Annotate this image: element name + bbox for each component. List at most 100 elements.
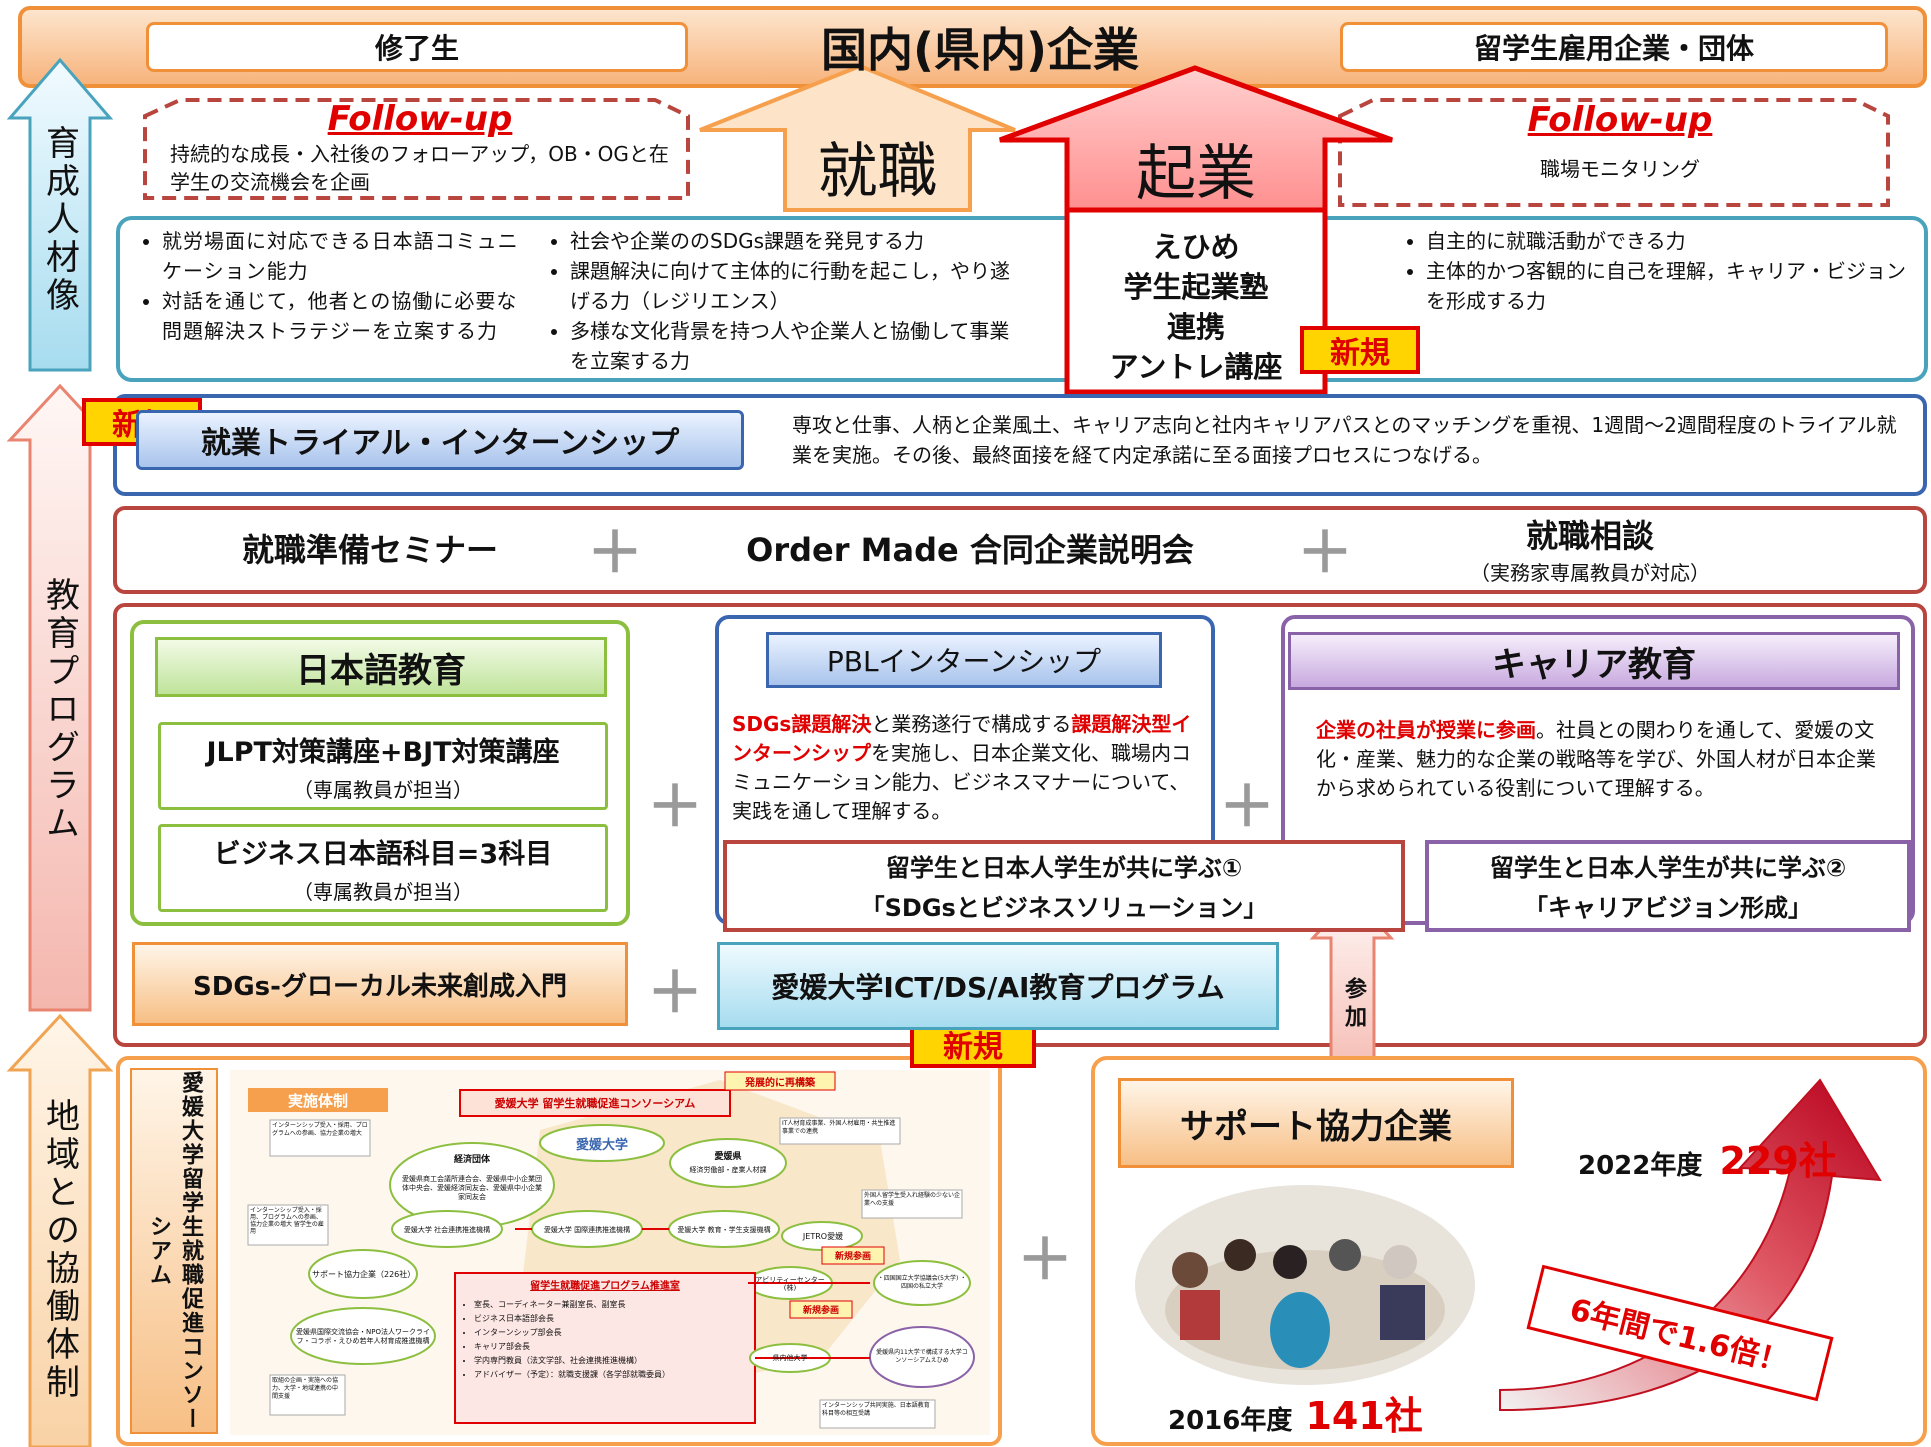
talent-item: 社会や企業ののSDGs課題を発見する力: [570, 226, 1014, 256]
followup-right-text: 職場モニタリング: [1540, 156, 1700, 181]
talent-item: 就労場面に対応できる日本語コミュニケーション能力: [162, 226, 526, 286]
education-arrow: [6, 383, 114, 1012]
other-univ: 県内他大学: [772, 1354, 808, 1362]
seminar-item-3-sub: （実務家専属教員が対応）: [1470, 560, 1710, 585]
career-desc-text: 。社員との関わりを通して、愛媛の文化・産業、魅力的な企業の戦略等を学び、外国人材…: [1316, 718, 1876, 800]
startup-label: 起業: [1136, 138, 1256, 209]
note-1: インターンシップ受入・採用、プログラムへの参画、協力企業の増大: [272, 1122, 368, 1137]
jlpt-box: JLPT対策講座+BJT対策講座 （専属教員が担当）: [158, 722, 608, 810]
pbl-desc-text-2: を実施し、日本企業文化、職場内コミュニケーション能力、ビジネスマナーについて、実…: [732, 741, 1191, 823]
count-2022: 229社: [1719, 1139, 1837, 1183]
count-2016: 141社: [1305, 1394, 1423, 1438]
plus-sign: ＋: [1219, 774, 1275, 840]
ehime-univ-logo: 愛媛大学: [575, 1137, 628, 1153]
jetro-label: JETRO愛媛: [802, 1231, 844, 1241]
consortium-header: 実施体制: [287, 1091, 348, 1110]
talent-list-1: 就労場面に対応できる日本語コミュニケーション能力 対話を通じて，他者との協働に必…: [126, 226, 526, 346]
colearn-1-box: 留学生と日本人学生が共に学ぶ① 「SDGsとビジネスソリューション」: [723, 840, 1405, 932]
seminar-item-2: Order Made 合同企業説明会: [746, 531, 1194, 569]
office-members: 室長、コーディネーター兼副室長、副室長 ビジネス日本語部会長 インターンシップ部…: [462, 1298, 752, 1382]
ict-program-box: 愛媛大学ICT/DS/AI教育プログラム: [717, 942, 1279, 1030]
npo-label: 愛媛県国際交流協会・NPO法人ワークライフ・コラボ・えひめ若年人材育成推進機構: [296, 1328, 430, 1345]
employment-arrow: [699, 63, 1016, 212]
startup-program-label: えひめ 学生起業塾 連携 アントレ講座: [1109, 230, 1283, 384]
startup-arrow-head: [999, 65, 1393, 213]
support-title: サポート協力企業: [1118, 1078, 1514, 1168]
econ-title: 経済団体: [453, 1154, 490, 1165]
jlpt-title: JLPT対策講座+BJT対策講座: [206, 736, 560, 768]
followup-right-frame: [1338, 98, 1890, 207]
office-member: インターンシップ部会長: [474, 1326, 752, 1340]
talent-box-frame: [116, 216, 1928, 382]
trial-title: 就業トライアル・インターンシップ: [136, 410, 744, 470]
org-edu: 愛媛大学 教育・学生支援機構: [677, 1225, 771, 1234]
japanese-title: 日本語教育: [155, 637, 607, 697]
talent-item: 対話を通じて，他者との協働に必要な問題解決ストラテジーを立案する力: [162, 286, 526, 346]
page-title: 国内(県内)企業: [820, 23, 1140, 77]
talent-item: 課題解決に向けて主体的に行動を起こし，やり遂げる力（レジリエンス）: [570, 256, 1014, 316]
followup-left-text: 持続的な成長・入社後のフォローアップ，OB・OGと在学生の交流機会を企画: [170, 142, 669, 194]
new-badge-startup: 新規: [1300, 326, 1420, 374]
talent-list-3: 自主的に就職活動ができる力 主体的かつ客観的に自己を理解，キャリア・ビジョンを形…: [1390, 226, 1910, 316]
jlpt-sub: （専属教員が担当）: [293, 777, 473, 802]
office-title: 留学生就職促進プログラム推進室: [530, 1280, 680, 1292]
pbl-desc: SDGs課題解決と業務遂行で構成する課題解決型インターンシップを実施し、日本企業…: [732, 710, 1200, 830]
year-2016: 2016年度: [1168, 1406, 1293, 1436]
stat-2022: 2022年度 229社: [1578, 1130, 1918, 1183]
econ-desc: 愛媛県商工会議所連合会、愛媛県中小企業団体中央会、愛媛経済同友会、愛媛県中小企業…: [402, 1174, 542, 1201]
consortium-diagram: [230, 1070, 990, 1435]
note-4: 外国人留学生受入れ経験の少ない企業への支援: [864, 1192, 961, 1207]
office-member: 学内専門教員（法文学部、社会連携推進機構）: [474, 1354, 752, 1368]
colearn-2-line2: 「キャリアビジョン形成」: [1524, 893, 1812, 922]
talent-side-label: 育成人材像: [39, 125, 80, 315]
followup-left-title: Follow-up: [327, 99, 513, 139]
office-member: 室長、コーディネーター兼副室長、副室長: [474, 1298, 752, 1312]
pref-consortium: 愛媛県内11大学で構成する大学コンソーシアムえひめ: [876, 1349, 968, 1364]
new-join-tag: 新規参画: [834, 1252, 871, 1262]
career-title: キャリア教育: [1288, 632, 1900, 690]
followup-right-title: Follow-up: [1527, 100, 1713, 140]
talent-item: 多様な文化背景を持つ人や企業人と協働して事業を立案する力: [570, 316, 1014, 376]
pbl-title: PBLインターンシップ: [766, 632, 1162, 688]
consortium-label: 愛媛大学留学生就職促進コンソーシアム: [130, 1068, 218, 1434]
colearn-1-line1: 留学生と日本人学生が共に学ぶ①: [885, 853, 1243, 882]
pbl-desc-text-1: と業務遂行で構成する: [871, 712, 1072, 736]
education-side-label: 教育プログラム: [39, 577, 80, 843]
office-member: アドバイザー（予定）：就職支援課（各学部就職委員）: [474, 1368, 752, 1382]
alumni-box: 修了生: [146, 22, 688, 72]
pbl-desc-highlight-2: 課題解決型インターンシップ: [732, 712, 1192, 765]
seminar-box-frame: [113, 506, 1927, 594]
note-3: IT人材育成事業、外国人材雇用・共生推進事業での連携: [782, 1120, 896, 1135]
stat-2016: 2016年度 141社: [1168, 1385, 1508, 1438]
consortium-diagram-title: 愛媛大学 留学生就職促進コンソーシアム: [494, 1097, 696, 1110]
trial-desc: 専攻と仕事、人柄と企業風土、キャリア志向と社内キャリアパスとのマッチングを重視、…: [792, 413, 1897, 467]
talent-item: 自主的に就職活動ができる力: [1426, 226, 1910, 256]
pref-title: 愛媛県: [714, 1151, 742, 1162]
seminar-item-1: 就職準備セミナー: [241, 531, 498, 569]
regional-arrow: [6, 1013, 114, 1447]
rebuild-tag: 発展的に再構築: [745, 1077, 815, 1089]
note-2: インターンシップ受入・採用、プログラムへの参画、協力企業の増大 留学生の雇用: [250, 1207, 324, 1235]
note-6: インターンシップ共同実施、日本語教育科目等の相互受講: [822, 1402, 930, 1417]
sdgs-glocal-box: SDGs-グローカル未来創成入門: [132, 942, 628, 1026]
plus-sign: ＋: [587, 520, 643, 586]
meeting-photo: [1135, 1185, 1475, 1385]
org-intl: 愛媛大学 国際連携推進機構: [543, 1225, 631, 1234]
talent-item: 主体的かつ客観的に自己を理解，キャリア・ビジョンを形成する力: [1426, 256, 1910, 316]
employer-box: 留学生雇用企業・団体: [1340, 22, 1888, 72]
employment-label: 就職: [817, 136, 938, 207]
career-desc: 企業の社員が授業に参画。社員との関わりを通して、愛媛の文化・産業、魅力的な企業の…: [1316, 716, 1886, 836]
talent-arrow: [6, 57, 114, 372]
plus-sign: ＋: [1297, 520, 1353, 586]
business-japanese-sub: （専属教員が担当）: [293, 879, 473, 904]
seminar-item-3: 就職相談: [1525, 517, 1654, 555]
regional-side-label: 地域との協働体制: [39, 1098, 80, 1402]
talent-list-2: 社会や企業ののSDGs課題を発見する力 課題解決に向けて主体的に行動を起こし，や…: [534, 226, 1014, 376]
participate-label: 参加: [1341, 977, 1366, 1033]
business-japanese-box: ビジネス日本語科目=3科目 （専属教員が担当）: [158, 824, 608, 912]
japanese-group-frame: [130, 620, 630, 926]
pbl-desc-highlight-1: SDGs課題解決: [732, 712, 872, 736]
shikoku-univ: ・四国国立大学協議会(5大学) ・四国の私立大学: [877, 1275, 967, 1290]
followup-left-frame: [143, 98, 690, 200]
plus-sign: ＋: [647, 774, 703, 840]
